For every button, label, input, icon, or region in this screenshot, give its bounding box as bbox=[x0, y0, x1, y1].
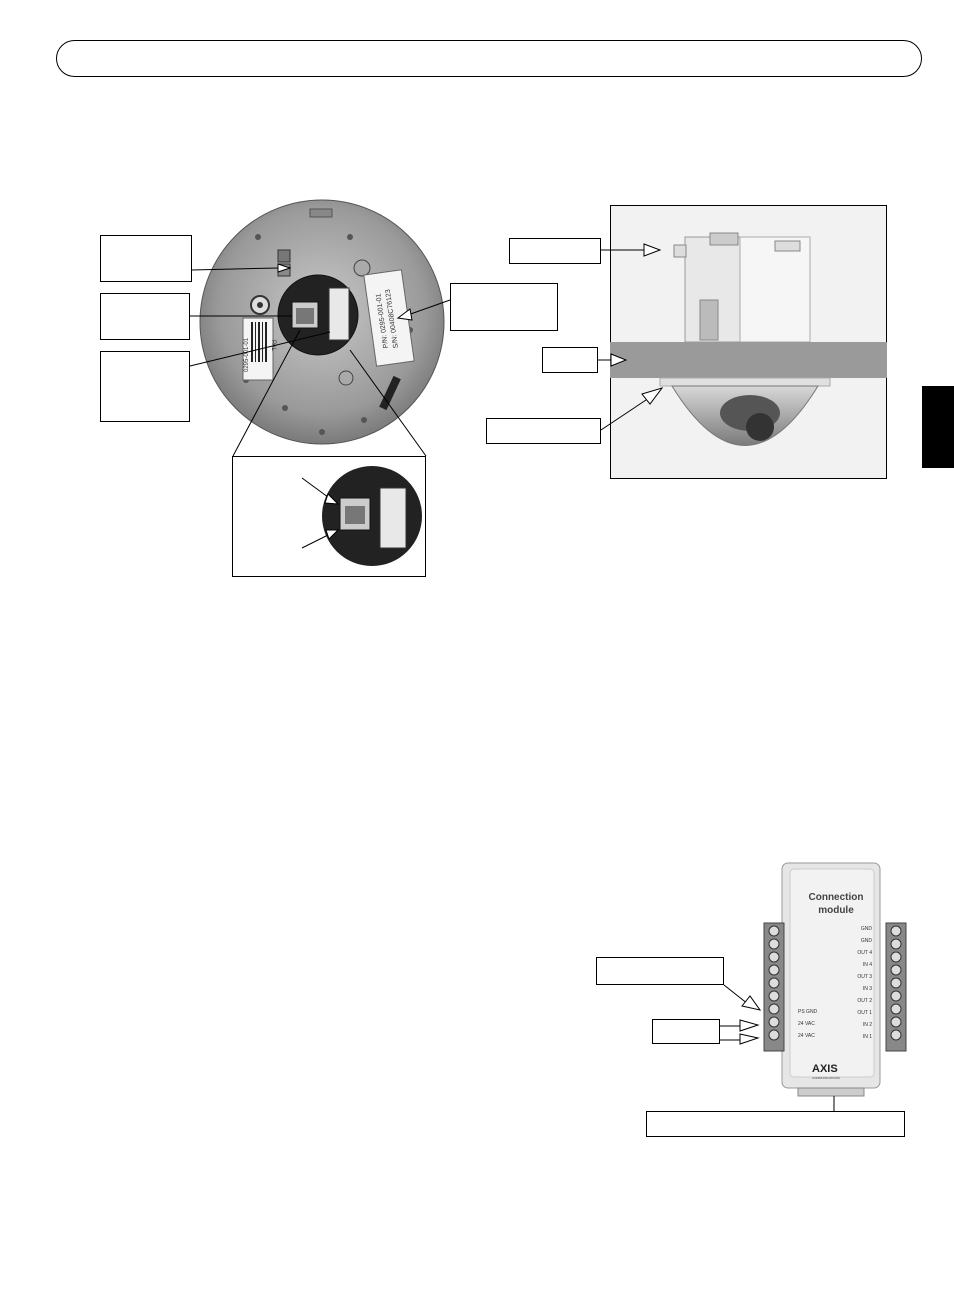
pin-label-right: OUT 3 bbox=[857, 974, 872, 980]
screw bbox=[282, 405, 288, 411]
callout-box-1 bbox=[100, 235, 192, 282]
pin-label-right: GND bbox=[861, 926, 873, 932]
callout-box-7 bbox=[486, 418, 601, 444]
callout-box-10 bbox=[646, 1111, 905, 1137]
dome-camera-photo bbox=[610, 232, 887, 446]
pin-label-right: IN 1 bbox=[863, 1034, 872, 1040]
pin-label-left: PS GND bbox=[798, 1009, 818, 1015]
side-tab bbox=[922, 386, 954, 468]
pin-label-right: IN 2 bbox=[863, 1022, 872, 1028]
screw bbox=[255, 234, 261, 240]
pin-label-right: GND bbox=[861, 938, 873, 944]
screw-large bbox=[353, 259, 371, 277]
left-terminals bbox=[768, 925, 780, 1041]
pin-label-right: OUT 2 bbox=[857, 998, 872, 1004]
module-title: Connection bbox=[809, 892, 864, 903]
screw bbox=[319, 429, 325, 435]
callout-box-9 bbox=[652, 1019, 720, 1044]
callout-box-8 bbox=[596, 957, 724, 985]
terminal-block bbox=[328, 287, 350, 341]
pin-label-right: OUT 1 bbox=[857, 1010, 872, 1016]
screw bbox=[361, 417, 367, 423]
brand-sub: COMMUNICATIONS bbox=[812, 1076, 840, 1080]
callout-box-2 bbox=[100, 293, 190, 340]
screw-large bbox=[338, 370, 354, 386]
header-bar bbox=[56, 40, 922, 77]
pin-label-left: 24 VAC bbox=[798, 1033, 815, 1039]
ceiling-band bbox=[610, 342, 887, 378]
base-top-tab bbox=[309, 208, 333, 218]
callout-box-6 bbox=[542, 347, 598, 373]
right-terminals bbox=[890, 925, 902, 1041]
mount-clip bbox=[673, 244, 687, 258]
sd-slot bbox=[379, 375, 401, 411]
screw bbox=[347, 234, 353, 240]
callout-box-4 bbox=[450, 283, 558, 331]
module-bottom-tab bbox=[797, 1087, 865, 1097]
pin-label-right: OUT 4 bbox=[857, 950, 872, 956]
pin-label-right: IN 4 bbox=[863, 962, 872, 968]
control-button bbox=[277, 249, 291, 263]
pin-label-left: 24 VAC bbox=[798, 1021, 815, 1027]
detail-zoom-image bbox=[301, 466, 422, 566]
pin-label-right: IN 3 bbox=[863, 986, 872, 992]
sticker-text: 0295-001-01 bbox=[244, 337, 250, 372]
callout-box-3 bbox=[100, 351, 190, 422]
connection-module-figure: Connection module PS GND 24 VAC 24 VAC G… bbox=[763, 862, 907, 1097]
barcode bbox=[251, 322, 267, 362]
callout-box-5 bbox=[509, 238, 601, 264]
brand-logo: AXIS bbox=[812, 1063, 838, 1075]
module-subtitle: module bbox=[818, 905, 854, 916]
